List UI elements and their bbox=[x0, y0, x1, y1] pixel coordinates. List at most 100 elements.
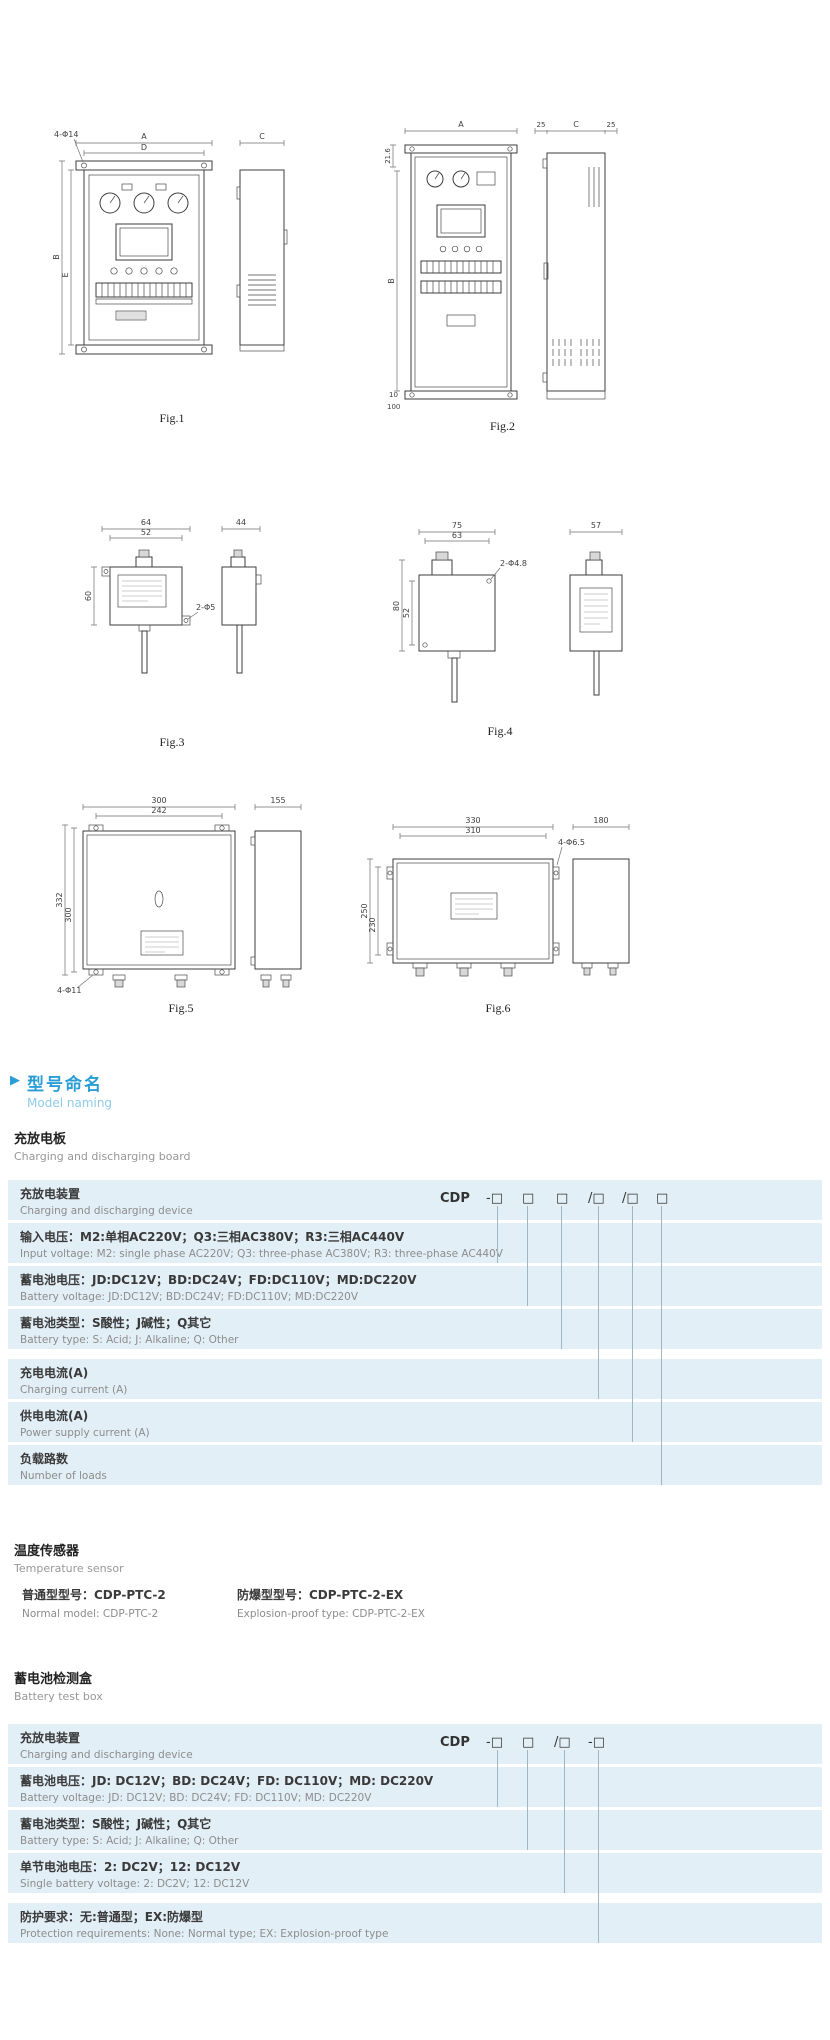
dim-label: B bbox=[52, 254, 61, 260]
row-label-en: Battery type: S: Acid; J: Alkaline; Q: O… bbox=[20, 1835, 239, 1847]
dim-label: 4-Φ14 bbox=[54, 130, 78, 139]
code-connector-line bbox=[598, 1206, 599, 1399]
dim-label: 242 bbox=[151, 806, 166, 815]
figure-3-drawing: 64 52 60 2-Φ5 44 bbox=[84, 518, 262, 674]
board-header-zh: 充放电板 bbox=[14, 1132, 67, 1147]
dim-label: A bbox=[141, 132, 147, 141]
code-connector-line bbox=[497, 1750, 498, 1807]
code-connector-line bbox=[564, 1750, 565, 1893]
model-naming-section-header: ▶ 型号命名 Model naming bbox=[10, 1070, 112, 1110]
test-box-naming-table: 充放电装置 Charging and discharging device 蓄电… bbox=[8, 1724, 822, 1943]
fig2-front-view bbox=[404, 144, 518, 400]
dim-label: 63 bbox=[452, 531, 462, 540]
dim-label: 25 bbox=[607, 121, 616, 129]
dim-label: 80 bbox=[392, 601, 401, 611]
figure-1: 4-Φ14 A D B E C Fig.1 bbox=[52, 125, 292, 426]
fig1-dimensions: 4-Φ14 A D B E C bbox=[52, 130, 285, 355]
table-row: 蓄电池电压：JD: DC12V；BD: DC24V；FD: DC110V；MD:… bbox=[8, 1767, 822, 1807]
table-row: 单节电池电压：2: DC2V；12: DC12V Single battery … bbox=[8, 1853, 822, 1893]
dim-label: 300 bbox=[64, 907, 73, 922]
row-label-en: Input voltage: M2: single phase AC220V; … bbox=[20, 1248, 503, 1260]
dim-label: 180 bbox=[593, 816, 608, 825]
dim-label: 332 bbox=[55, 892, 64, 907]
figure-3: 64 52 60 2-Φ5 44 Fig.3 bbox=[72, 515, 272, 750]
code-connector-line bbox=[497, 1206, 498, 1263]
dim-label: 64 bbox=[141, 518, 151, 527]
row-label-zh: 蓄电池电压：JD: DC12V；BD: DC24V；FD: DC110V；MD:… bbox=[20, 1774, 434, 1788]
row-label-en: Battery type: S: Acid; J: Alkaline; Q: O… bbox=[20, 1334, 239, 1346]
sensor-explosion-model-zh: 防爆型型号：CDP-PTC-2-EX bbox=[237, 1588, 404, 1602]
table-row: 防护要求：无:普通型；EX:防爆型 Protection requirement… bbox=[8, 1903, 822, 1943]
figure-5-drawing: 300 242 332 300 4-Φ11 155 bbox=[55, 796, 302, 995]
dim-label: 57 bbox=[591, 521, 601, 530]
row-label-zh: 充放电装置 bbox=[20, 1187, 81, 1201]
dim-label: E bbox=[61, 272, 70, 277]
table-row: 充放电装置 Charging and discharging device bbox=[8, 1724, 822, 1764]
figure-3-caption: Fig.3 bbox=[159, 735, 185, 749]
row-label-zh: 单节电池电压：2: DC2V；12: DC12V bbox=[20, 1860, 241, 1874]
test-box-section-header: 蓄电池检测盒 Battery test box bbox=[14, 1668, 103, 1703]
dim-label: 100 bbox=[387, 403, 400, 411]
figure-1-caption: Fig.1 bbox=[159, 411, 185, 425]
model-naming-title-zh: 型号命名 bbox=[27, 1075, 103, 1095]
dim-label: 52 bbox=[402, 608, 411, 618]
sensor-explosion-model-en: Explosion-proof type: CDP-PTC-2-EX bbox=[237, 1608, 425, 1620]
model-code: CDP -□ □ □ /□ /□ □ bbox=[8, 1191, 822, 1211]
fig3-front-view bbox=[101, 549, 191, 674]
dim-label: 4-Φ6.5 bbox=[558, 838, 585, 847]
model-code-box: /□ bbox=[588, 1191, 605, 1206]
model-code-box: □ bbox=[656, 1191, 669, 1206]
test-box-header-en: Battery test box bbox=[14, 1690, 103, 1703]
figure-4-drawing: 75 63 80 52 2-Φ4.8 57 bbox=[392, 521, 623, 703]
code-connector-line bbox=[661, 1206, 662, 1485]
figure-4-caption: Fig.4 bbox=[487, 724, 513, 738]
fig5-front-view bbox=[82, 824, 236, 988]
fig4-front-view bbox=[418, 551, 496, 703]
table-row: 蓄电池类型：S酸性；J碱性；Q其它 Battery type: S: Acid;… bbox=[8, 1810, 822, 1850]
table-row: 充放电装置 Charging and discharging device bbox=[8, 1180, 822, 1220]
fig5-side-view bbox=[250, 830, 302, 988]
row-label-en: Charging and discharging device bbox=[20, 1749, 193, 1761]
code-connector-line bbox=[598, 1750, 599, 1943]
dim-label: 250 bbox=[360, 903, 369, 918]
model-code-box: /□ bbox=[554, 1735, 571, 1750]
table-row: 蓄电池类型：S酸性；J碱性；Q其它 Battery type: S: Acid;… bbox=[8, 1309, 822, 1349]
fig1-side-view bbox=[236, 169, 288, 352]
table-row: 输入电压：M2:单相AC220V；Q3:三相AC380V；R3:三相AC440V… bbox=[8, 1223, 822, 1263]
row-label-zh: 充放电装置 bbox=[20, 1731, 81, 1745]
figure-6: 330 310 4-Φ6.5 250 230 180 Fig.6 bbox=[358, 815, 638, 1016]
model-code-box: -□ bbox=[486, 1735, 503, 1750]
dim-label: 60 bbox=[84, 591, 93, 601]
row-label-en: Charging and discharging device bbox=[20, 1205, 193, 1217]
board-naming-table: 充放电装置 Charging and discharging device 输入… bbox=[8, 1180, 822, 1485]
row-label-en: Protection requirements: None: Normal ty… bbox=[20, 1928, 389, 1940]
sensor-header-zh: 温度传感器 bbox=[14, 1544, 80, 1559]
dim-label: C bbox=[573, 120, 579, 129]
figure-5-caption: Fig.5 bbox=[168, 1001, 194, 1015]
table-row: 供电电流(A) Power supply current (A) bbox=[8, 1402, 822, 1442]
dim-label: 44 bbox=[236, 518, 246, 527]
dim-label: D bbox=[141, 143, 147, 152]
row-label-zh: 供电电流(A) bbox=[20, 1409, 89, 1423]
row-label-zh: 负载路数 bbox=[20, 1452, 69, 1466]
sensor-models: 普通型型号：CDP-PTC-2 Normal model: CDP-PTC-2 … bbox=[22, 1586, 425, 1620]
fig2-side-view bbox=[542, 152, 606, 400]
board-section-header: 充放电板 Charging and discharging board bbox=[14, 1128, 191, 1163]
dim-label: B bbox=[387, 278, 396, 284]
fig3-dimensions: 64 52 60 2-Φ5 44 bbox=[84, 518, 261, 626]
code-connector-line bbox=[527, 1750, 528, 1850]
model-code-box: □ bbox=[522, 1191, 535, 1206]
dim-label: C bbox=[259, 132, 265, 141]
dim-label: 25 bbox=[537, 121, 546, 129]
dim-label: 330 bbox=[465, 816, 480, 825]
code-connector-line bbox=[632, 1206, 633, 1442]
row-label-zh: 防护要求：无:普通型；EX:防爆型 bbox=[20, 1910, 204, 1924]
test-box-header-zh: 蓄电池检测盒 bbox=[14, 1672, 93, 1687]
figure-4: 75 63 80 52 2-Φ4.8 57 Fig.4 bbox=[372, 520, 628, 739]
code-connector-line bbox=[527, 1206, 528, 1306]
sensor-header-en: Temperature sensor bbox=[14, 1562, 124, 1575]
figure-6-caption: Fig.6 bbox=[485, 1001, 511, 1015]
row-label-zh: 输入电压：M2:单相AC220V；Q3:三相AC380V；R3:三相AC440V bbox=[20, 1230, 405, 1244]
figure-6-drawing: 330 310 4-Φ6.5 250 230 180 bbox=[360, 816, 630, 977]
